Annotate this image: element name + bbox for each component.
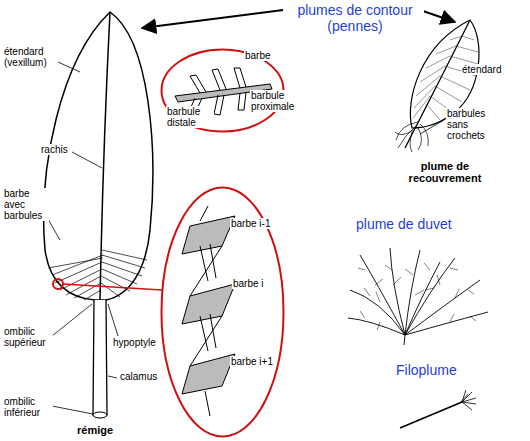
- part-label: barbe i+1: [230, 356, 274, 367]
- barb-drawing: [190, 246, 222, 296]
- part-label: barbe i-1: [230, 218, 271, 229]
- barb-drawing: [210, 314, 216, 348]
- zoom-ellipse: barbe i-1 barbe i barbe i+1: [160, 186, 285, 438]
- part-label: Filoplume: [395, 362, 458, 378]
- part-label: étendard (vexillum): [3, 46, 57, 68]
- part-label: calamus: [119, 371, 158, 382]
- part-label: barbe i: [232, 278, 265, 289]
- barb-drawing: [234, 68, 246, 88]
- part-label: barbule distale: [166, 106, 214, 128]
- part-label: barbe avec barbules: [3, 188, 49, 221]
- barb-drawing: [200, 206, 208, 221]
- part-label: étendard: [461, 64, 502, 75]
- part-label: rémige: [76, 424, 114, 436]
- barb-drawing: [190, 316, 222, 366]
- part-label: plume de recouvrement: [402, 160, 488, 184]
- part-label: barbe: [244, 50, 272, 61]
- barb-drawing: [200, 246, 208, 281]
- part-label: ombilic inférieur: [3, 396, 53, 418]
- part-label: barbules sans crochets: [446, 108, 496, 141]
- barb-drawing: [190, 75, 206, 93]
- part-label: ombilic supérieur: [3, 326, 53, 348]
- barb-drawing: [210, 244, 216, 278]
- part-label: plumes de contour (pennes): [286, 2, 424, 34]
- part-label: rachis: [40, 144, 69, 155]
- zoom-ellipse: barbebarbule distalebarbule proximale: [160, 48, 285, 133]
- barb-drawing: [205, 391, 210, 416]
- part-label: hypoptyle: [112, 337, 157, 348]
- barb-drawing: [182, 354, 235, 394]
- barb-drawing: [200, 316, 208, 351]
- barb-drawing: [214, 95, 224, 115]
- barb-drawing: [182, 216, 235, 254]
- barb-drawing: [182, 284, 235, 324]
- part-label: plume de duvet: [355, 216, 453, 232]
- barb-drawing: [238, 92, 246, 110]
- part-label: barbule proximale: [250, 90, 302, 112]
- ellipse-shape: [162, 188, 284, 437]
- barb-drawing: [212, 69, 226, 90]
